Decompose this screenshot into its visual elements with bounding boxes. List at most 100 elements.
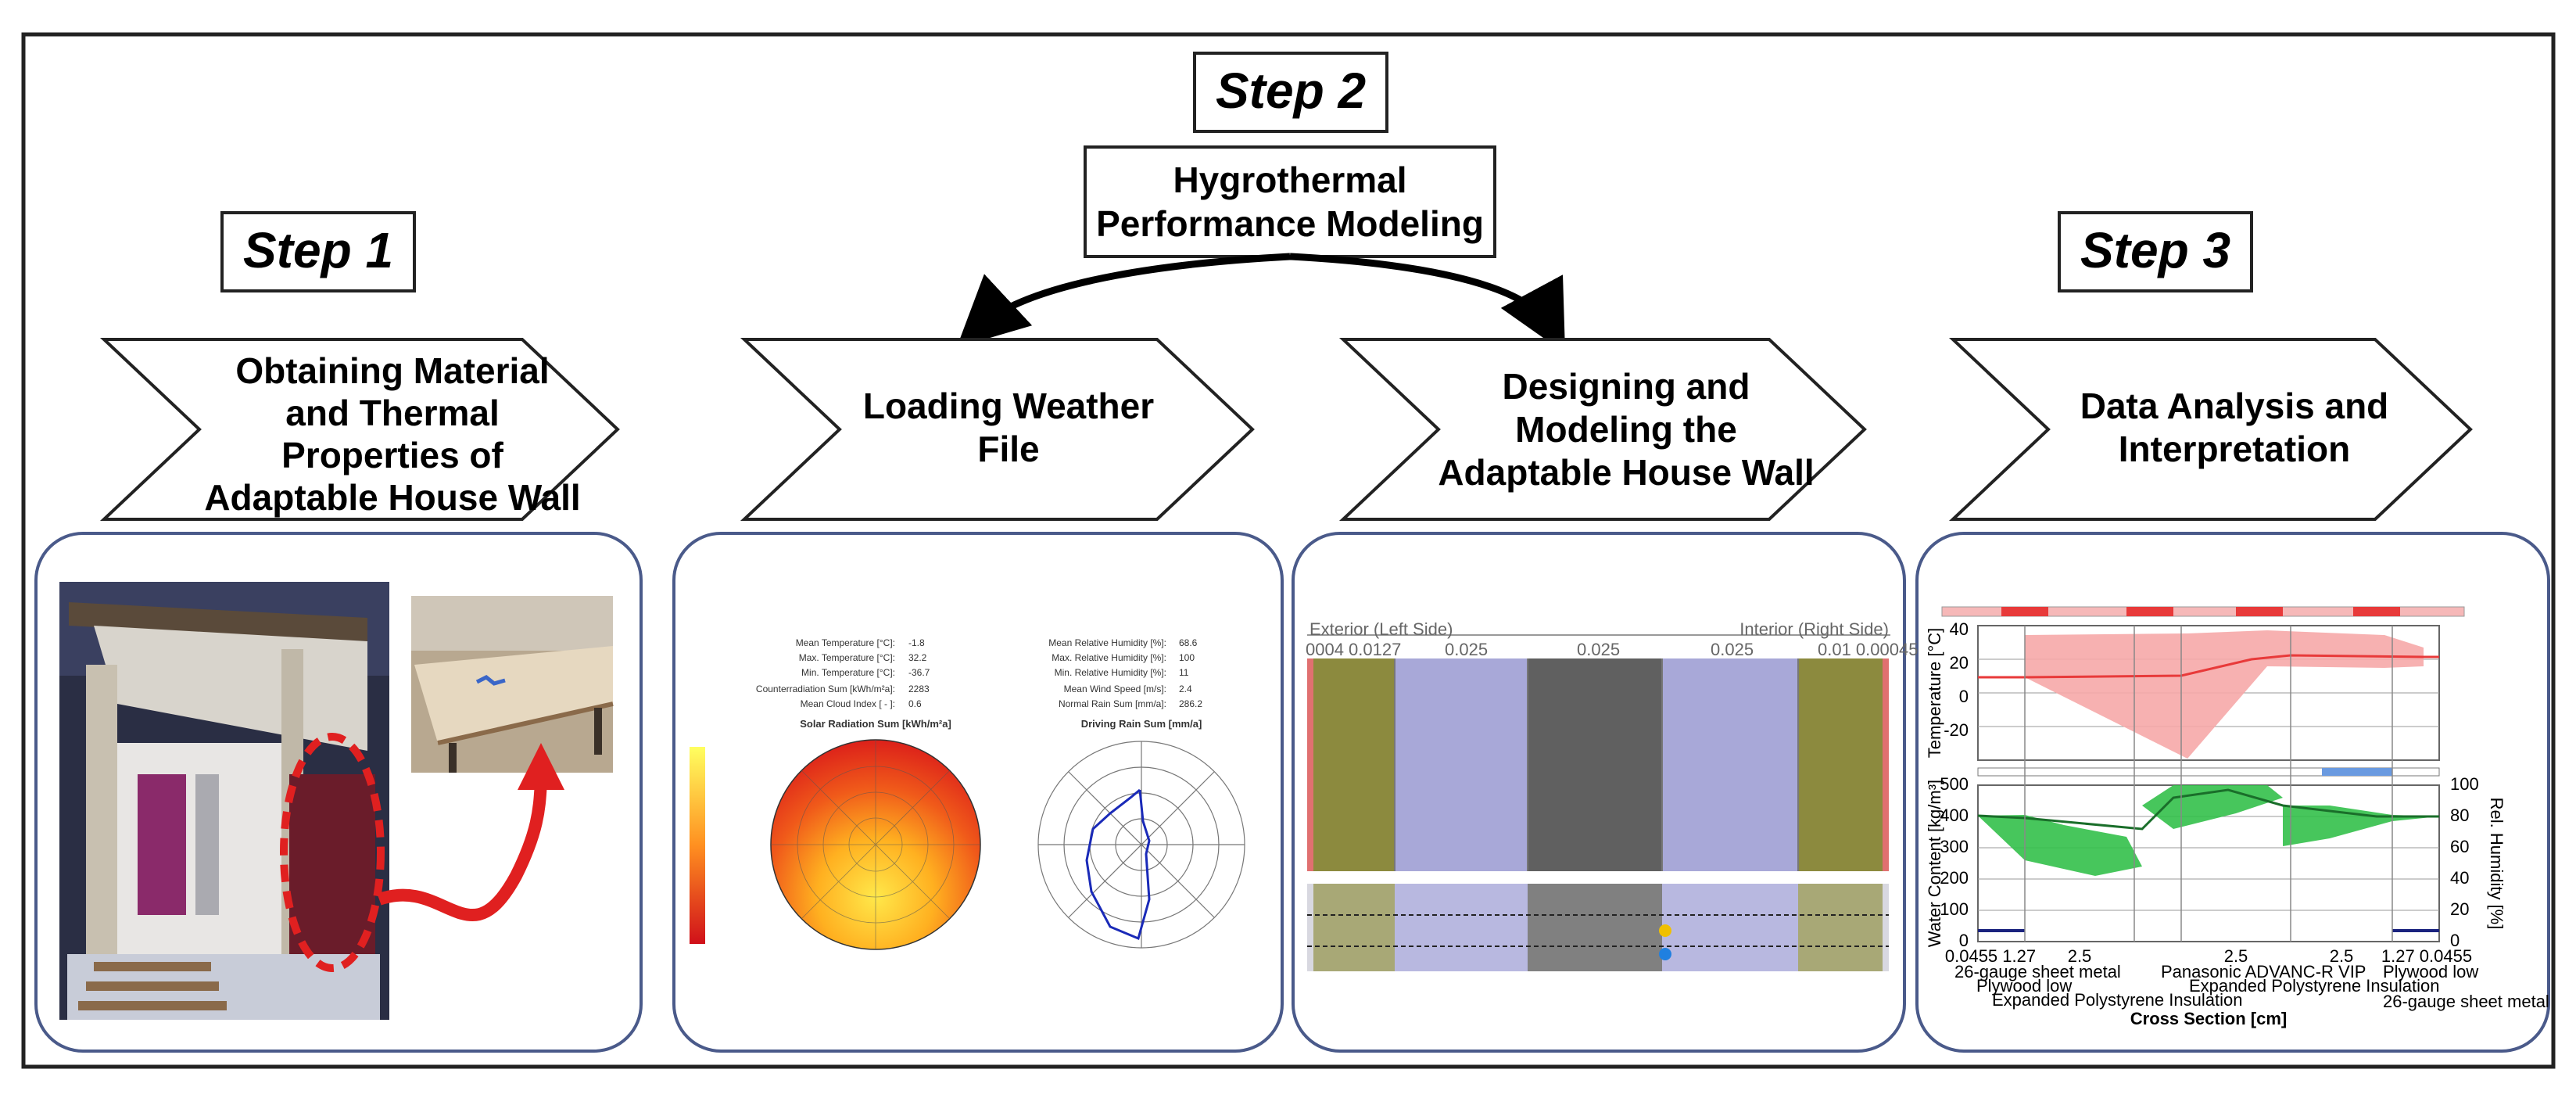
chevron-material-line1: Obtaining Material bbox=[235, 350, 549, 391]
wl-value-2: -36.7 bbox=[908, 667, 930, 678]
wr-label-2: Min. Relative Humidity [%]: bbox=[1055, 667, 1166, 678]
material-0: 26-gauge sheet metal bbox=[1954, 962, 2121, 981]
rh-tick-1: 80 bbox=[2450, 806, 2469, 825]
material-6: 26-gauge sheet metal bbox=[2383, 992, 2549, 1011]
wc-tick-5: 0 bbox=[1959, 931, 1969, 950]
red-curved-arrow bbox=[377, 781, 547, 921]
wl-label-4: Mean Cloud Index [ - ]: bbox=[801, 698, 895, 709]
step2-label: Step 2 bbox=[1216, 63, 1366, 119]
chevron-material: Obtaining Material and Thermal Propertie… bbox=[99, 338, 620, 521]
rh-tick-2: 60 bbox=[2450, 837, 2469, 856]
solar-polar-chart bbox=[770, 739, 981, 950]
weather-stats-right: Mean Relative Humidity [%]: 68.6 Max. Re… bbox=[1048, 637, 1202, 709]
x-tick-2: 2.5 bbox=[2224, 946, 2248, 966]
results-chart: 40 20 0 -20 Temperature [°C] 500 bbox=[1925, 606, 2549, 1028]
chevron-analysis-line1: Data Analysis and bbox=[2080, 386, 2389, 426]
material-4: Expanded Polystyrene Insulation bbox=[2189, 976, 2439, 996]
wr-value-1: 100 bbox=[1179, 652, 1195, 663]
thickness-label-1: 0.025 bbox=[1445, 640, 1488, 659]
thickness-label-2: 0.025 bbox=[1577, 640, 1620, 659]
thickness-label-4: 0.01 0.00045 bbox=[1818, 640, 1918, 659]
rh-tick-0: 100 bbox=[2450, 774, 2479, 794]
table-photo bbox=[411, 596, 614, 773]
step2-box: Step 2 bbox=[1193, 52, 1388, 133]
wl-value-3: 2283 bbox=[908, 684, 930, 694]
wr-value-0: 68.6 bbox=[1179, 637, 1198, 648]
wl-label-2: Min. Temperature [°C]: bbox=[801, 667, 895, 678]
temp-tick-3: -20 bbox=[1944, 720, 1969, 740]
rh-line bbox=[1977, 788, 2439, 831]
chevron-weather-line1: Loading Weather bbox=[863, 386, 1154, 426]
chevron-material-line4: Adaptable House Wall bbox=[204, 477, 580, 518]
wl-value-1: 32.2 bbox=[908, 652, 927, 663]
chevron-analysis-line2: Interpretation bbox=[2119, 429, 2350, 469]
material-1: Plywood low bbox=[1976, 976, 2072, 996]
hygrothermal-line1: Hygrothermal bbox=[1173, 160, 1406, 200]
material-3: Panasonic ADVANC-R VIP bbox=[2161, 962, 2366, 981]
rh-tick-5: 0 bbox=[2450, 931, 2460, 950]
chevron-weather: Loading Weather File bbox=[740, 338, 1255, 521]
material-5: Plywood low bbox=[2383, 962, 2478, 981]
step1-box: Step 1 bbox=[220, 211, 416, 292]
rain-title: Driving Rain Sum [mm/a] bbox=[1081, 718, 1202, 730]
temp-tick-2: 0 bbox=[1959, 687, 1969, 706]
temp-tick-1: 20 bbox=[1950, 653, 1969, 673]
wl-label-1: Max. Temperature [°C]: bbox=[799, 652, 895, 663]
step1-label: Step 1 bbox=[243, 222, 393, 278]
x-tick-3: 2.5 bbox=[2330, 946, 2354, 966]
wc-tick-4: 100 bbox=[1940, 899, 1969, 919]
wr-label-3: Mean Wind Speed [m/s]: bbox=[1064, 684, 1166, 694]
solar-title: Solar Radiation Sum [kWh/m²a] bbox=[800, 718, 951, 730]
rh-axis-title: Rel. Humidity [%] bbox=[2487, 798, 2506, 930]
thickness-label-3: 0.025 bbox=[1711, 640, 1754, 659]
interior-label: Interior (Right Side) bbox=[1739, 619, 1889, 639]
temp-axis-title: Temperature [°C] bbox=[1925, 628, 1944, 759]
wl-label-0: Mean Temperature [°C]: bbox=[796, 637, 895, 648]
arrow-to-weather bbox=[956, 253, 1291, 348]
outer-frame bbox=[21, 32, 2556, 1069]
wc-tick-3: 200 bbox=[1940, 868, 1969, 888]
wr-value-2: 11 bbox=[1179, 667, 1189, 678]
rh-tick-3: 40 bbox=[2450, 868, 2469, 888]
chevron-material-line2: and Thermal bbox=[285, 393, 500, 433]
step3-box: Step 3 bbox=[2058, 211, 2253, 292]
chevron-design-line2: Modeling the bbox=[1515, 409, 1737, 450]
thickness-label-0: 0004 0.0127 bbox=[1306, 640, 1401, 659]
hygrothermal-box: Hygrothermal Performance Modeling bbox=[1084, 145, 1496, 258]
rh-band-left bbox=[1978, 815, 2142, 876]
chevron-material-line3: Properties of bbox=[281, 435, 503, 475]
arrow-to-design bbox=[1289, 253, 1566, 353]
x-tick-1: 2.5 bbox=[2068, 946, 2092, 966]
wl-value-4: 0.6 bbox=[908, 698, 922, 709]
rh-tick-4: 20 bbox=[2450, 899, 2469, 919]
material-2: Expanded Polystyrene Insulation bbox=[1992, 990, 2242, 1010]
chevron-design-line1: Designing and bbox=[1503, 366, 1750, 407]
solar-legend bbox=[690, 747, 705, 944]
chevron-design-line3: Adaptable House Wall bbox=[1438, 452, 1814, 493]
temp-tick-0: 40 bbox=[1950, 619, 1969, 639]
wr-label-0: Mean Relative Humidity [%]: bbox=[1048, 637, 1166, 648]
panel-weather bbox=[672, 532, 1284, 1053]
exterior-label: Exterior (Left Side) bbox=[1309, 619, 1453, 639]
wall-model: Exterior (Left Side) Interior (Right Sid… bbox=[1306, 619, 1918, 971]
hygrothermal-line2: Performance Modeling bbox=[1096, 203, 1484, 244]
wl-label-3: Counterradiation Sum [kWh/m²a]: bbox=[756, 684, 895, 694]
wr-value-3: 2.4 bbox=[1179, 684, 1192, 694]
wc-tick-1: 400 bbox=[1940, 806, 1969, 825]
wc-tick-2: 300 bbox=[1940, 837, 1969, 856]
temp-band bbox=[2025, 630, 2424, 759]
x-axis-title: Cross Section [cm] bbox=[2130, 1009, 2288, 1028]
wr-label-4: Normal Rain Sum [mm/a]: bbox=[1059, 698, 1166, 709]
chevron-analysis: Data Analysis and Interpretation bbox=[1948, 338, 2473, 521]
wl-value-0: -1.8 bbox=[908, 637, 925, 648]
rain-polar-chart bbox=[1037, 741, 1245, 949]
wr-value-4: 286.2 bbox=[1179, 698, 1202, 709]
wc-axis-title: Water Content [kg/m³] bbox=[1925, 780, 1944, 947]
weather-stats-left: Mean Temperature [°C]: -1.8 Max. Tempera… bbox=[756, 637, 930, 709]
chevron-design: Designing and Modeling the Adaptable Hou… bbox=[1338, 338, 1867, 521]
wr-label-1: Max. Relative Humidity [%]: bbox=[1052, 652, 1166, 663]
chevron-weather-line2: File bbox=[977, 429, 1039, 469]
x-tick-4: 1.27 0.0455 bbox=[2381, 946, 2472, 966]
x-tick-0: 0.0455 1.27 bbox=[1945, 946, 2036, 966]
